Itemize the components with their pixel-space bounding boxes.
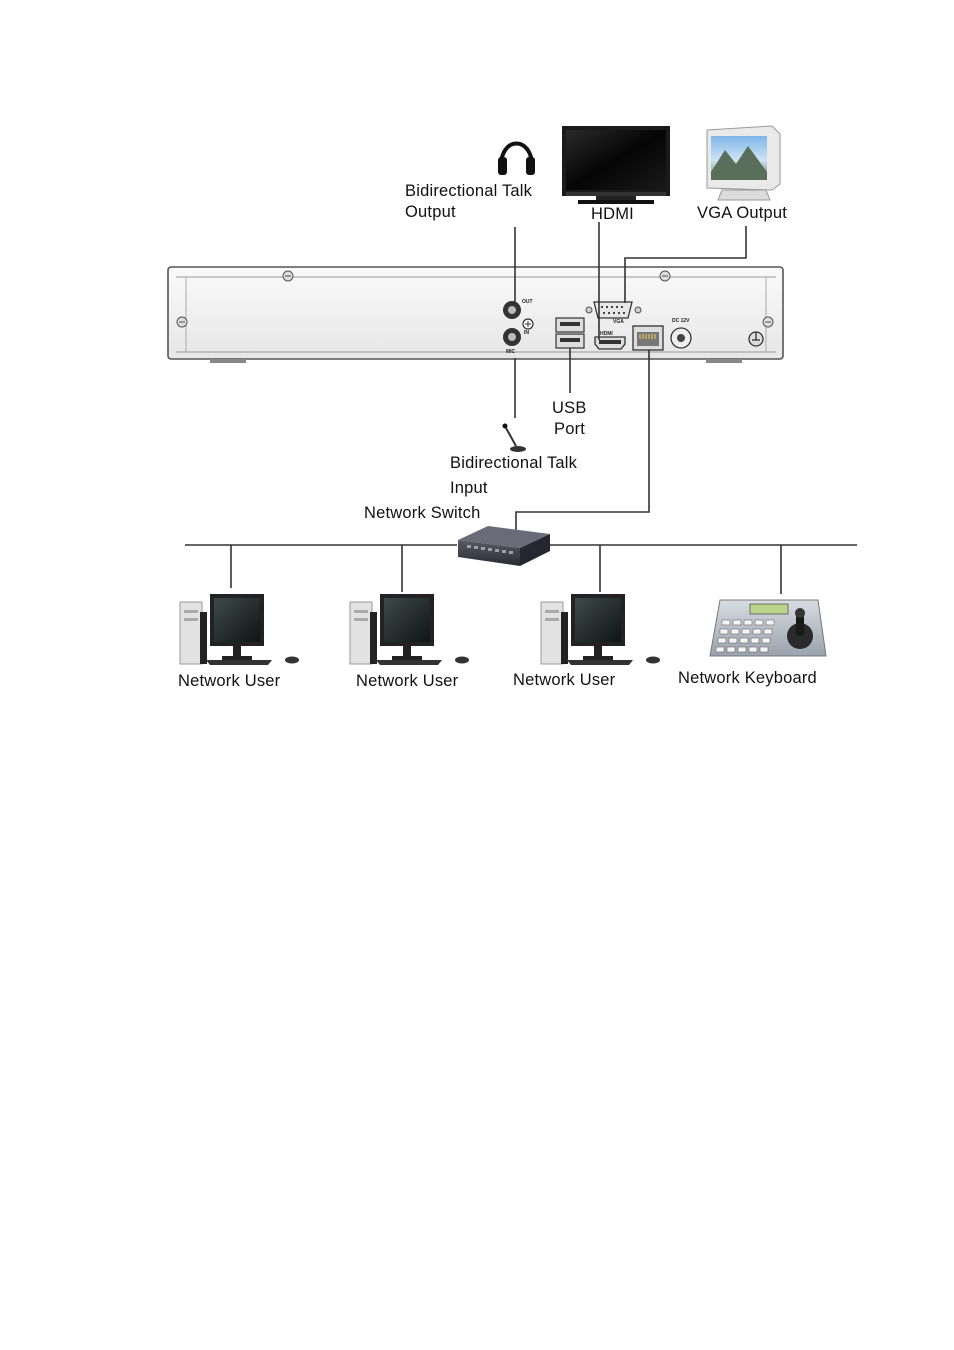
- hdmi-label: HDMI: [591, 205, 634, 223]
- panel-power-text: DC 12V: [672, 318, 690, 324]
- line-network: [515, 350, 650, 530]
- network-user-pc-icon-1: [179, 594, 299, 665]
- panel-in-text: IN: [524, 330, 529, 336]
- headphones-icon: [498, 141, 535, 175]
- usb-port-label-line1: USB: [552, 399, 587, 417]
- talk-output-label-line1: Bidirectional Talk: [405, 182, 533, 200]
- nvr-rear-panel: [167, 266, 784, 363]
- vga-crt-monitor-icon: [706, 125, 781, 201]
- network-switch-icon: [458, 526, 550, 566]
- talk-output-label-line2: Output: [405, 203, 456, 221]
- talk-input-label-line2: Input: [450, 479, 488, 497]
- network-user-label-1: Network User: [178, 672, 281, 690]
- usb-port-label-line2: Port: [554, 420, 586, 438]
- panel-mic-text: MIC: [506, 349, 516, 355]
- panel-out-text: OUT: [522, 299, 533, 305]
- network-user-pc-icon-2: [349, 594, 469, 665]
- panel-vga-text: VGA: [613, 319, 624, 325]
- line-vga: [624, 226, 747, 303]
- connection-lines: [185, 222, 857, 594]
- network-user-label-3: Network User: [513, 671, 616, 689]
- vga-output-label: VGA Output: [697, 204, 788, 222]
- network-keyboard-label: Network Keyboard: [678, 669, 817, 687]
- network-switch-label: Network Switch: [364, 504, 481, 522]
- microphone-icon: [502, 423, 526, 452]
- talk-input-label-line1: Bidirectional Talk: [450, 454, 578, 472]
- hdmi-tv-icon: [562, 126, 670, 204]
- panel-hdmi-text: HDMI: [600, 331, 613, 337]
- network-keyboard-icon: [709, 599, 827, 657]
- network-user-label-2: Network User: [356, 672, 459, 690]
- network-user-pc-icon-3: [540, 594, 660, 665]
